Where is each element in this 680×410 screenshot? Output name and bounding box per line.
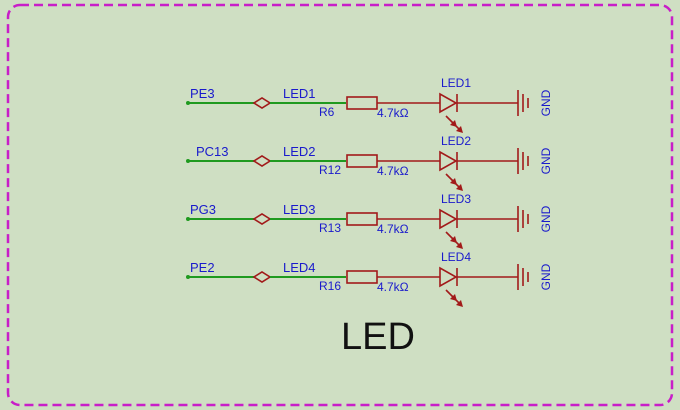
led-triangle (439, 92, 458, 114)
led-ref: LED4 (441, 250, 471, 264)
resistor-body (346, 154, 378, 168)
resistor-ref: R6 (319, 105, 335, 119)
resistor-value: 4.7kΩ (377, 280, 409, 294)
led-triangle (439, 266, 458, 288)
net-label-diamond (252, 271, 272, 283)
led-ref: LED2 (441, 134, 471, 148)
resistor-body (346, 270, 378, 284)
gnd-label: GND (539, 205, 553, 232)
light-arrowhead (456, 126, 463, 133)
net-label-diamond (252, 97, 272, 109)
resistor-value: 4.7kΩ (377, 106, 409, 120)
light-arrowhead (456, 184, 463, 191)
port-pin (186, 275, 190, 279)
net-label-diamond (252, 213, 272, 225)
net-label: LED4 (283, 260, 316, 275)
sheet-frame (6, 3, 674, 407)
block-title: LED (341, 316, 415, 358)
led-ref: LED3 (441, 192, 471, 206)
resistor-ref: R16 (319, 279, 341, 293)
resistor-value: 4.7kΩ (377, 222, 409, 236)
resistor-body (346, 212, 378, 226)
gnd-label: GND (539, 89, 553, 116)
led-ref: LED1 (441, 76, 471, 90)
port-label: PE2 (190, 260, 215, 275)
port-label: PE3 (190, 86, 215, 101)
light-arrowhead (456, 242, 463, 249)
gnd-label: GND (539, 147, 553, 174)
led-triangle (439, 150, 458, 172)
light-arrowhead (456, 300, 463, 307)
resistor-body (346, 96, 378, 110)
resistor-value: 4.7kΩ (377, 164, 409, 178)
gnd-label: GND (539, 263, 553, 290)
resistor-ref: R12 (319, 163, 341, 177)
net-label: LED3 (283, 202, 316, 217)
port-pin (186, 101, 190, 105)
port-pin (186, 159, 190, 163)
led-triangle (439, 208, 458, 230)
net-label: LED2 (283, 144, 316, 159)
net-label-diamond (252, 155, 272, 167)
resistor-ref: R13 (319, 221, 341, 235)
net-label: LED1 (283, 86, 316, 101)
port-label: PG3 (190, 202, 216, 217)
port-label: PC13 (196, 144, 229, 159)
port-pin (186, 217, 190, 221)
